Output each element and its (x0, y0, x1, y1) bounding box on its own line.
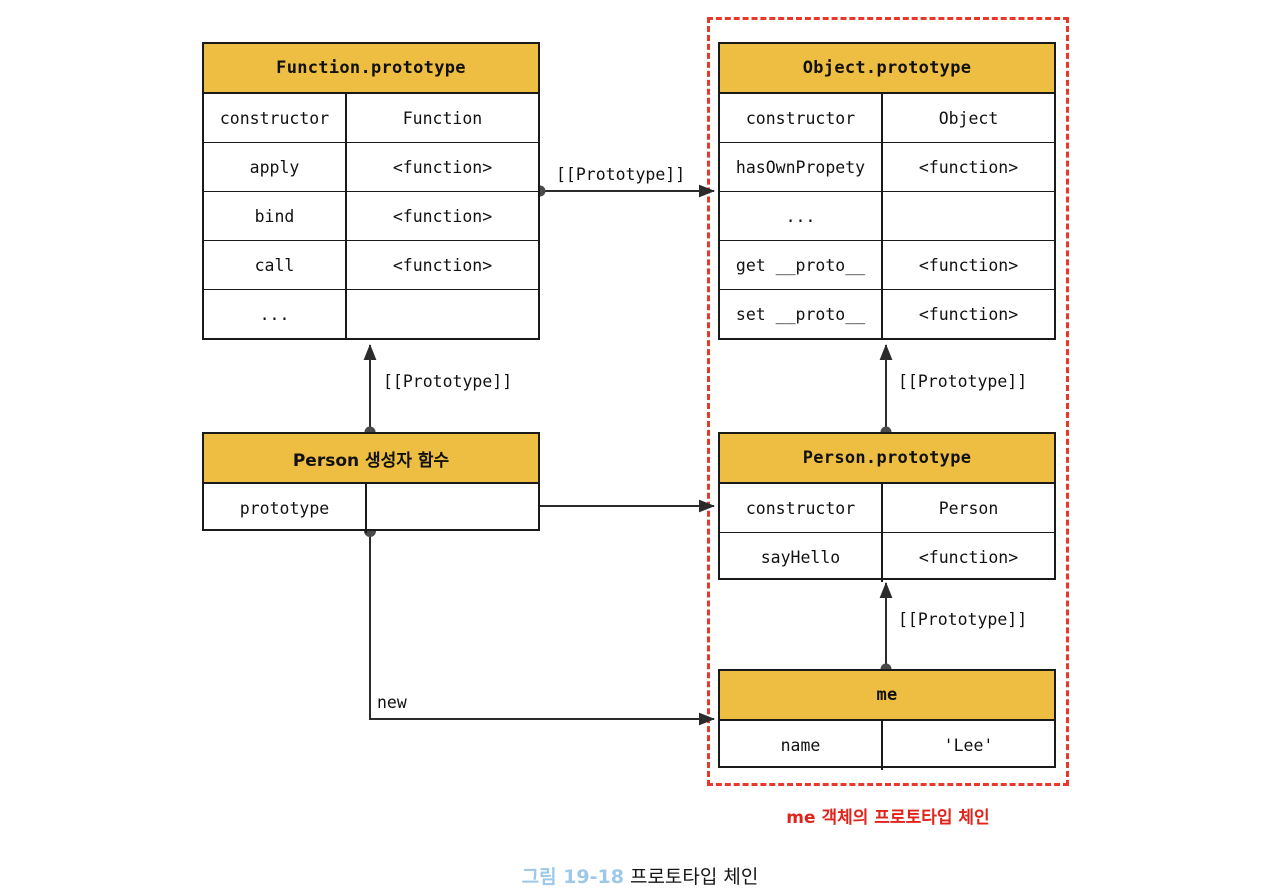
property-key: constructor (204, 94, 347, 142)
edge-label-new: new (377, 693, 407, 712)
table-row: constructor Object (720, 94, 1054, 143)
box-title-object-prototype: Object.prototype (720, 44, 1054, 94)
edge-label-personconstructor-to-functionprototype: [[Prototype]] (383, 372, 513, 391)
edge-label-me-to-personprototype: [[Prototype]] (898, 610, 1028, 629)
property-key: apply (204, 143, 347, 191)
prototype-chain-highlight-region (707, 17, 1069, 786)
box-title-me-object: me (720, 671, 1054, 721)
property-key: prototype (204, 484, 367, 533)
property-value: Function (402, 108, 483, 128)
property-key: get __proto__ (720, 241, 883, 289)
box-title-person-prototype: Person.prototype (720, 434, 1054, 484)
property-key: bind (204, 192, 347, 240)
property-value: 'Lee' (943, 736, 994, 755)
edge-label-functionprototype-to-objectprototype: [[Prototype]] (556, 165, 686, 184)
edge-label-personprototype-to-objectprototype: [[Prototype]] (898, 372, 1028, 391)
property-value: Person (938, 498, 999, 518)
table-row: constructor Function (204, 94, 538, 143)
property-key: constructor (720, 484, 883, 532)
table-row: name 'Lee' (720, 721, 1054, 770)
box-me-object: me name 'Lee' (718, 669, 1056, 770)
table-row: constructor Person (720, 484, 1054, 533)
edge-new-person-to-me (364, 525, 715, 726)
table-row: get __proto__ <function> (720, 241, 1054, 290)
table-row: sayHello <function> (720, 533, 1054, 582)
property-value: Object (938, 108, 999, 128)
property-key: call (204, 241, 347, 289)
box-person-constructor-function: Person 생성자 함수 prototype (202, 432, 540, 533)
property-key: hasOwnPropety (720, 143, 883, 191)
property-value: <function> (392, 255, 493, 275)
property-key: ... (720, 192, 883, 240)
property-value (347, 290, 538, 339)
box-function-prototype: Function.prototype constructor Function … (202, 42, 540, 340)
property-value (367, 484, 538, 533)
property-value: <function> (918, 255, 1019, 275)
property-value: <function> (918, 305, 1019, 324)
table-row: call <function> (204, 241, 538, 290)
property-value (883, 192, 1054, 240)
chain-region-caption: me 객체의 프로토타입 체인 (786, 808, 990, 828)
property-key: name (720, 721, 883, 770)
table-row: ... (204, 290, 538, 339)
table-row: apply <function> (204, 143, 538, 192)
table-row: ... (720, 192, 1054, 241)
box-object-prototype: Object.prototype constructor Object hasO… (718, 42, 1056, 340)
table-row: set __proto__ <function> (720, 290, 1054, 339)
property-key: ... (204, 290, 347, 339)
edge-personconstructor-to-functionprototype (363, 344, 377, 438)
table-row: bind <function> (204, 192, 538, 241)
table-row: prototype (204, 484, 538, 533)
table-row: hasOwnPropety <function> (720, 143, 1054, 192)
property-value: <function> (392, 157, 493, 177)
property-key: set __proto__ (720, 290, 883, 339)
property-key: sayHello (720, 533, 883, 582)
property-value: <function> (392, 206, 493, 226)
figure-number: 그림 19-18 (521, 866, 624, 888)
box-title-person-constructor-function: Person 생성자 함수 (204, 434, 538, 484)
figure-title: 프로토타입 체인 (629, 866, 759, 888)
property-value: <function> (918, 157, 1019, 177)
box-person-prototype: Person.prototype constructor Person sayH… (718, 432, 1056, 582)
property-key: constructor (720, 94, 883, 142)
box-title-function-prototype: Function.prototype (204, 44, 538, 94)
edge-functionprototype-to-objectprototype (534, 184, 715, 198)
property-value: <function> (918, 548, 1019, 567)
